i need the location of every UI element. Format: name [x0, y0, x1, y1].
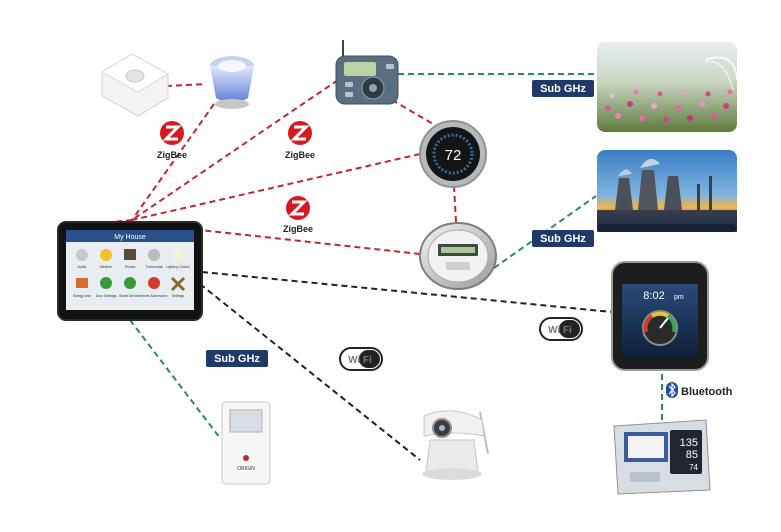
hub-tile-photos-icon: [124, 249, 136, 260]
link-hub-phone: [201, 271, 613, 313]
subghz-badge-1: Sub GHz: [532, 80, 594, 97]
motion-sensor-icon: [101, 53, 169, 117]
bp-systolic: 135: [680, 437, 698, 449]
subghz-badge-2: Sub GHz: [532, 230, 594, 247]
zigbee-logo-3: ZigBee: [283, 196, 313, 234]
hub-tile-label: Weather: [100, 265, 114, 269]
zigbee-logo-1: ZigBee: [157, 121, 187, 160]
wifi-logo-1: Wi Fi: [539, 317, 583, 341]
link-hub-weather: [129, 319, 221, 439]
weather-sensor-icon: ORIGIN: [221, 401, 271, 485]
weather-sensor-brand: ORIGIN: [237, 466, 255, 472]
hub-tile-lighting-icon: [172, 249, 184, 261]
bp-diastolic: 85: [686, 449, 698, 461]
hub-tile-label: Smart Devices: [119, 294, 141, 298]
hub-tile-energy-icon: [76, 278, 88, 288]
hub-tile-label: Door Settings: [96, 294, 117, 298]
hub-tile-audio-icon: [76, 249, 88, 261]
hub-tile-weather-icon: [100, 249, 112, 261]
smartphone-icon: 8:02 pm: [611, 261, 709, 371]
link-thermostat-meter: [453, 185, 457, 223]
subghz-badge-3: Sub GHz: [206, 350, 268, 367]
hub-tile-devices-icon: [124, 277, 136, 289]
ip-camera-icon: [422, 410, 489, 480]
hub-tile-label: Lighting Control: [166, 265, 190, 269]
zigbee-logo-2: ZigBee: [285, 121, 315, 160]
wifi-label-2: Wi Fi: [348, 355, 372, 366]
wifi-label-1: Wi Fi: [548, 325, 572, 336]
link-motion-lamp: [165, 83, 207, 87]
link-irrigation-thermostat: [391, 99, 441, 129]
link-hub-camera: [199, 283, 421, 461]
hub-tile-automation-icon: [148, 277, 160, 289]
link-thermostat-hub: [131, 153, 421, 221]
subghz-label-2: Sub GHz: [540, 233, 586, 245]
subghz-label-3: Sub GHz: [214, 353, 260, 365]
hub-tile-label: Settings: [172, 294, 185, 298]
phone-ampm: pm: [674, 294, 684, 301]
thermostat-icon: 72: [419, 120, 487, 188]
hub-tile-thermostat-icon: [148, 249, 160, 261]
phone-time: 8:02: [643, 290, 664, 302]
bluetooth-label: Bluetooth: [681, 386, 733, 398]
smart-lamp-icon: [210, 56, 254, 109]
electric-meter-icon: [419, 222, 497, 290]
zigbee-label-1: ZigBee: [157, 150, 187, 160]
garden-sprinkler-photo: [597, 42, 738, 132]
subghz-label-1: Sub GHz: [540, 83, 586, 95]
zigbee-label-3: ZigBee: [283, 224, 313, 234]
link-meter-hub: [199, 229, 421, 255]
connection-lines: [111, 73, 663, 461]
hub-tile-settings-icon: [170, 276, 186, 292]
zigbee-label-2: ZigBee: [285, 150, 315, 160]
flower-dots: [605, 89, 733, 123]
hub-tile-grid: [76, 249, 186, 292]
tablet-hub-icon: My House Audio Weather Photos Thermostat…: [57, 221, 203, 321]
bp-pulse: 74: [689, 463, 698, 472]
hub-tile-label: Audio: [78, 265, 87, 269]
irrigation-controller-icon: [335, 40, 399, 105]
link-irrigation-hub: [131, 79, 339, 221]
blood-pressure-monitor-icon: 135 85 74: [613, 419, 711, 495]
link-lamp-hub: [131, 103, 215, 221]
bluetooth-logo: Bluetooth: [666, 382, 733, 398]
hub-tile-label: Photos: [125, 265, 136, 269]
thermostat-reading: 72: [445, 147, 462, 164]
wifi-logo-2: Wi Fi: [339, 347, 383, 371]
hub-title: My House: [114, 234, 146, 241]
hub-tile-door-icon: [100, 277, 112, 289]
hub-tile-label: Thermostat: [145, 265, 162, 269]
hub-tile-label: Energy Use: [73, 294, 91, 298]
hub-tile-labels: Audio Weather Photos Thermostat Lighting…: [73, 265, 190, 298]
power-plant-photo: [597, 150, 737, 232]
hub-tile-label: Home Automation: [141, 294, 168, 298]
